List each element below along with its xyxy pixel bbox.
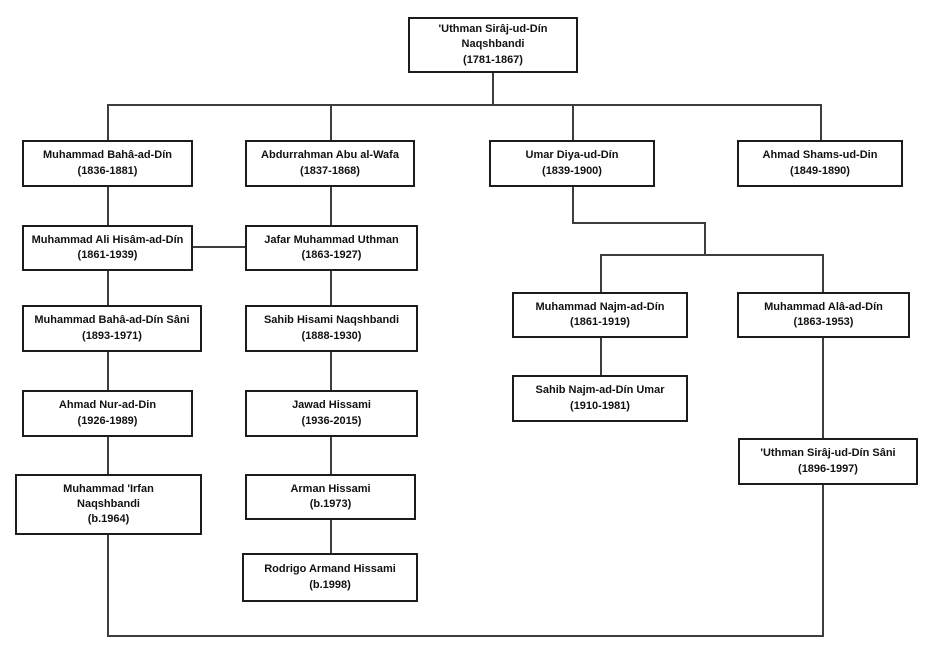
person-years: (1836-1881)	[77, 164, 138, 177]
person-name: Abdurrahman Abu al-Wafa	[261, 149, 399, 162]
tree-node-baha-ad-din: Muhammad Bahâ-ad-Dín (1836-1881)	[22, 140, 193, 187]
tree-node-uthman-sani: 'Uthman Sirâj-ud-Dín Sâni (1896-1997)	[738, 438, 918, 485]
person-years: (1910-1981)	[570, 399, 630, 412]
person-years: (1863-1953)	[793, 316, 854, 328]
tree-node-ala-ad-din: Muhammad Alâ-ad-Dín (1863-1953)	[737, 292, 910, 338]
person-name: Muhammad 'Irfan Naqshbandi	[63, 482, 154, 510]
connector-line	[822, 254, 824, 292]
tree-node-sahib-najm: Sahib Najm-ad-Dín Umar (1910-1981)	[512, 375, 688, 422]
person-years: (1837-1868)	[300, 164, 360, 177]
person-name: Jawad Hissami	[292, 399, 371, 412]
person-years: (1839-1900)	[542, 164, 602, 177]
connector-line	[107, 104, 822, 106]
tree-node-baha-sani: Muhammad Bahâ-ad-Dín Sâni (1893-1971)	[22, 305, 202, 352]
connector-line	[330, 437, 332, 474]
person-years: (b.1998)	[309, 578, 351, 591]
person-name: Sahib Najm-ad-Dín Umar	[535, 384, 665, 397]
tree-node-ahmad-nur: Ahmad Nur-ad-Din (1926-1989)	[22, 390, 193, 437]
connector-line	[107, 535, 109, 637]
tree-node-irfan: Muhammad 'Irfan Naqshbandi (b.1964)	[15, 474, 202, 535]
person-name: Rodrigo Armand Hissami	[264, 563, 396, 576]
person-years: (1781-1867)	[463, 53, 523, 66]
tree-node-rodrigo: Rodrigo Armand Hissami (b.1998)	[242, 553, 418, 602]
connector-line	[330, 271, 332, 305]
person-years: (1936-2015)	[301, 414, 362, 427]
person-name: 'Uthman Sirâj-ud-Dín Naqshbandi	[438, 23, 548, 51]
person-name: Muhammad Bahâ-ad-Dín	[43, 149, 172, 162]
connector-line	[330, 352, 332, 390]
person-years: (1896-1997)	[798, 462, 858, 475]
connector-line	[330, 520, 332, 553]
person-years: (b.1964)	[87, 513, 130, 526]
connector-line	[822, 485, 824, 637]
person-name: Ahmad Nur-ad-Din	[58, 399, 157, 412]
person-years: (1926-1989)	[77, 414, 138, 427]
connector-line	[600, 338, 602, 375]
tree-node-umar-diya: Umar Diya-ud-Dín (1839-1900)	[489, 140, 655, 187]
tree-node-jafar: Jafar Muhammad Uthman (1863-1927)	[245, 225, 418, 271]
person-name: 'Uthman Sirâj-ud-Dín Sâni	[760, 447, 896, 460]
tree-node-sahib-hisami: Sahib Hisami Naqshbandi (1888-1930)	[245, 305, 418, 352]
person-name: Ahmad Shams-ud-Din	[762, 149, 878, 162]
person-name: Umar Diya-ud-Dín	[525, 149, 619, 162]
tree-node-ahmad-shams: Ahmad Shams-ud-Din (1849-1890)	[737, 140, 903, 187]
connector-line	[572, 222, 706, 224]
connector-line	[600, 254, 824, 256]
person-name: Muhammad Najm-ad-Dín	[535, 300, 665, 313]
person-name: Arman Hissami	[290, 482, 371, 495]
person-years: (1861-1919)	[570, 316, 630, 328]
connector-line	[330, 187, 332, 225]
person-name: Sahib Hisami Naqshbandi	[263, 314, 400, 327]
connector-line	[107, 271, 109, 305]
connector-line	[107, 104, 109, 140]
tree-node-abdurrahman: Abdurrahman Abu al-Wafa (1837-1868)	[245, 140, 415, 187]
person-years: (1888-1930)	[301, 329, 362, 342]
connector-line	[572, 187, 574, 224]
person-years: (1861-1939)	[77, 249, 138, 261]
connector-line	[492, 73, 494, 106]
person-years: (1849-1890)	[790, 164, 850, 177]
person-years: (b.1973)	[309, 498, 352, 510]
tree-node-najm-ad-din: Muhammad Najm-ad-Dín (1861-1919)	[512, 292, 688, 338]
connector-line	[107, 635, 824, 637]
connector-line	[107, 437, 109, 474]
connector-line	[330, 104, 332, 140]
person-name: Muhammad Bahâ-ad-Dín Sâni	[34, 314, 190, 327]
connector-line	[107, 352, 109, 390]
tree-node-uthman-siraj: 'Uthman Sirâj-ud-Dín Naqshbandi (1781-18…	[408, 17, 578, 73]
connector-line	[822, 338, 824, 438]
connector-line	[600, 254, 602, 292]
person-name: Muhammad Ali Hisâm-ad-Dín	[31, 233, 184, 246]
person-years: (1863-1927)	[301, 249, 362, 261]
connector-line	[193, 246, 245, 248]
connector-line	[107, 187, 109, 225]
connector-line	[704, 222, 706, 256]
tree-node-jawad: Jawad Hissami (1936-2015)	[245, 390, 418, 437]
person-name: Muhammad Alâ-ad-Dín	[764, 300, 883, 313]
tree-node-arman: Arman Hissami (b.1973)	[245, 474, 416, 520]
person-years: (1893-1971)	[82, 329, 142, 342]
connector-line	[820, 104, 822, 140]
person-name: Jafar Muhammad Uthman	[264, 233, 399, 246]
tree-node-ali-hisam: Muhammad Ali Hisâm-ad-Dín (1861-1939)	[22, 225, 193, 271]
connector-line	[572, 104, 574, 140]
